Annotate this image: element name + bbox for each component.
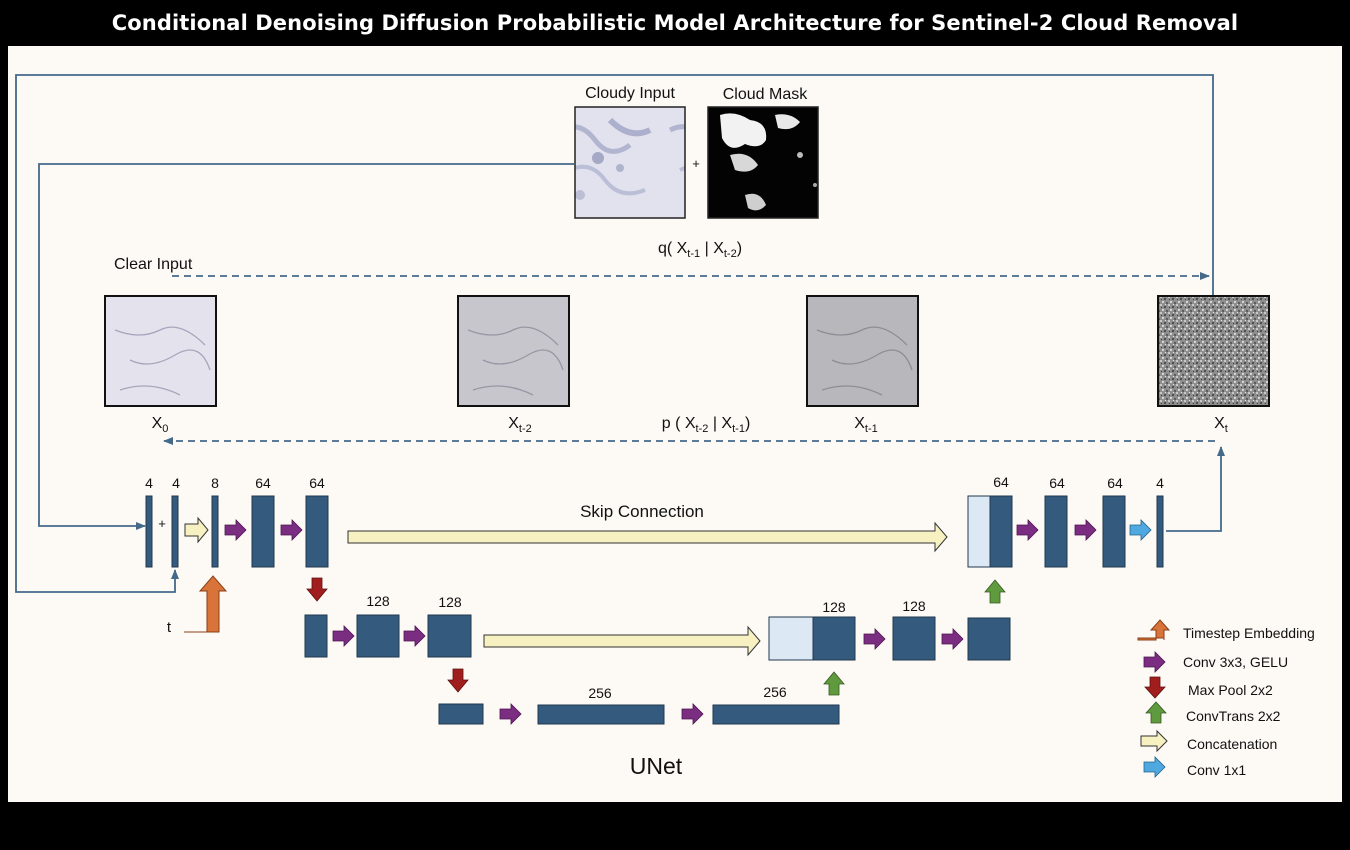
dec2-up-block [812, 616, 856, 661]
conv-gelu-arrow-icon [1143, 651, 1166, 673]
xt-noise-image [1157, 295, 1270, 407]
feedback-loop-line [15, 74, 1214, 593]
legend-label-0: Timestep Embedding [1183, 625, 1315, 641]
channel-label-dec1-b: 64 [1049, 475, 1065, 491]
dec1-block-a [1044, 495, 1068, 568]
dec1-up-block [989, 495, 1013, 568]
channel-label-enc2-a: 128 [366, 593, 390, 609]
conv-arrow-4 [403, 625, 426, 647]
channel-label-out: 4 [1156, 475, 1164, 491]
output-block [1156, 495, 1164, 568]
max-pool-arrow-2 [447, 668, 469, 693]
channel-label-dec2-b: 128 [902, 598, 926, 614]
conv-arrow-2 [280, 519, 303, 541]
cloudy-input-label: Cloudy Input [585, 85, 675, 102]
xt2-label: Xt-2 [508, 415, 532, 435]
conv-trans-arrow-2 [984, 579, 1006, 604]
enc1-block-b [305, 495, 329, 568]
cloud-mask-image [707, 106, 819, 219]
timestep-embedding-arrow [184, 575, 228, 633]
conv-1x1-arrow [1129, 519, 1152, 541]
channel-label-in-b: 4 [172, 475, 180, 491]
enc2-block-b [427, 614, 472, 658]
legend-label-2: Max Pool 2x2 [1188, 682, 1273, 698]
conv-arrow-8 [941, 628, 964, 650]
channel-label-bott-a: 256 [588, 685, 612, 701]
skip-connection-arrow-2 [483, 625, 761, 657]
enc2-block-a [356, 614, 400, 658]
cloud-mask-label: Cloud Mask [723, 86, 808, 103]
concat-arrow-1 [184, 516, 209, 544]
channel-label-bott-b: 256 [763, 684, 787, 700]
input-block-a [145, 495, 153, 568]
dec2-block-b [967, 617, 1011, 661]
output-line [1166, 446, 1225, 532]
skip-connection-label: Skip Connection [580, 502, 704, 521]
conv-1x1-arrow-icon [1143, 756, 1166, 778]
embedding-block [211, 495, 219, 568]
cloudy-input-image [574, 106, 686, 219]
legend-label-5: Conv 1x1 [1187, 762, 1246, 778]
conv-arrow-9 [1016, 519, 1039, 541]
xt-label: Xt [1214, 415, 1228, 435]
dec2-skip-block [768, 616, 814, 661]
channel-label-dec2-a: 128 [822, 599, 846, 615]
unet-plus: + [158, 516, 166, 531]
p-label: p ( Xt-2 | Xt-1) [662, 415, 751, 435]
conv-arrow-3 [332, 625, 355, 647]
conv-trans-arrow-icon [1145, 701, 1167, 724]
diagram-title: Conditional Denoising Diffusion Probabil… [111, 11, 1239, 35]
timestep-t-label: t [167, 619, 172, 636]
legend-label-1: Conv 3x3, GELU [1183, 654, 1288, 670]
x0-label: X0 [152, 415, 169, 435]
q-label: q( Xt-1 | Xt-2) [658, 240, 742, 260]
conv-arrow-1 [224, 519, 247, 541]
conditioning-plus: + [692, 156, 700, 171]
xt1-texture [816, 326, 913, 396]
bottleneck-block-a [537, 704, 665, 725]
input-block-b [171, 495, 179, 568]
conv-arrow-7 [863, 628, 886, 650]
channel-label-dec1-a: 64 [993, 474, 1009, 490]
diagram-canvas: Cloudy Input Cloud Mask + q( Xt-1 | Xt-2… [8, 46, 1342, 802]
conv-arrow-10 [1074, 519, 1097, 541]
channel-label-emb: 8 [211, 475, 219, 491]
legend-label-4: Concatenation [1187, 736, 1277, 752]
x0-texture [114, 326, 211, 396]
conv-arrow-5 [499, 703, 522, 725]
legend: Timestep Embedding Conv 3x3, GELU Max Po… [1137, 619, 1315, 778]
dec1-block-b [1102, 495, 1126, 568]
bottleneck-pool-block [438, 703, 484, 725]
channel-label-dec1-c: 64 [1107, 475, 1123, 491]
dec1-skip-block [967, 495, 991, 568]
max-pool-arrow-icon [1144, 676, 1166, 699]
unet-title: UNet [630, 753, 683, 779]
legend-label-3: ConvTrans 2x2 [1186, 708, 1281, 724]
xt1-label: Xt-1 [854, 415, 878, 435]
conv-arrow-6 [681, 703, 704, 725]
conv-trans-arrow-1 [823, 671, 845, 696]
xt2-texture [467, 326, 564, 396]
bottleneck-block-b [712, 704, 840, 725]
max-pool-arrow-1 [306, 577, 328, 602]
channel-label-enc1-b: 64 [309, 475, 325, 491]
enc1-block-a [251, 495, 275, 568]
diagram-svg: Cloudy Input Cloud Mask + q( Xt-1 | Xt-2… [15, 74, 1315, 779]
channel-label-enc1-a: 64 [255, 475, 271, 491]
skip-connection-arrow-1 [347, 521, 948, 553]
concatenation-arrow-icon [1140, 729, 1168, 753]
dec2-block-a [892, 616, 936, 661]
enc2-pool-block [304, 614, 328, 658]
title-bar: Conditional Denoising Diffusion Probabil… [0, 0, 1350, 46]
clear-input-label: Clear Input [114, 256, 193, 273]
condition-line [38, 163, 574, 530]
timestep-embedding-icon [1137, 619, 1171, 641]
channel-label-enc2-b: 128 [438, 594, 462, 610]
channel-label-in-a: 4 [145, 475, 153, 491]
